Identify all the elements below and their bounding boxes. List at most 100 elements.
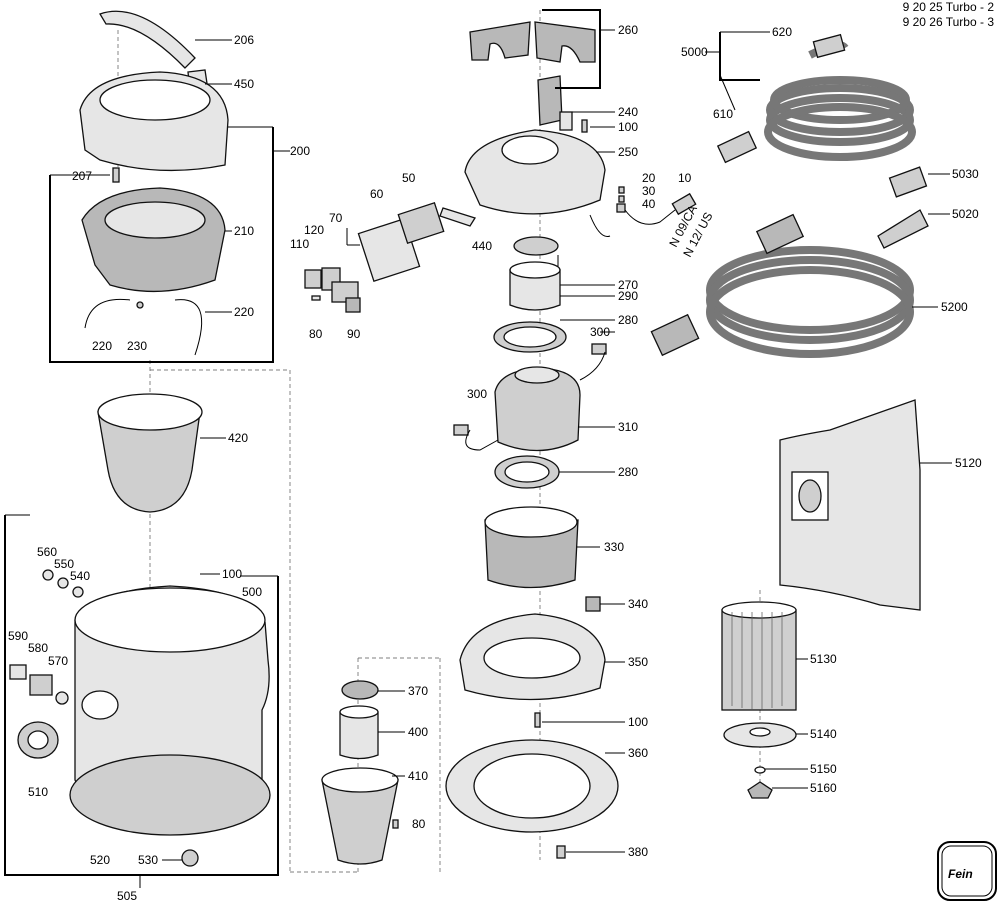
label-530: 530: [138, 853, 158, 867]
label-230: 230: [127, 339, 147, 353]
label-560: 560: [37, 545, 57, 559]
label-380: 380: [628, 845, 648, 859]
label-80-switch: 80: [309, 327, 323, 341]
sleeve-330: [484, 519, 579, 589]
brush-300-right: [591, 343, 607, 355]
label-260: 260: [618, 23, 638, 37]
hose-cuff-5200-right: [755, 213, 805, 255]
label-280-top: 280: [618, 313, 638, 327]
part-240: [559, 111, 573, 131]
screw-380: [556, 845, 566, 859]
label-60: 60: [370, 187, 384, 201]
plate-440: [439, 207, 476, 227]
label-540: 540: [70, 569, 90, 583]
bracket-260: [542, 9, 601, 89]
foam-260-right: [534, 21, 596, 63]
filter-cover-top: [104, 201, 206, 239]
label-300-left: 300: [467, 387, 487, 401]
hose-5000: [716, 33, 916, 164]
label-220-right: 220: [234, 305, 254, 319]
screw-100-top: [581, 119, 588, 133]
strap-left-part: [84, 298, 131, 329]
cartridge-5130: [721, 609, 797, 711]
handle-part: [99, 10, 196, 69]
switch-70: [331, 281, 359, 303]
part-30: [618, 195, 625, 203]
ring-270: [513, 236, 559, 256]
label-207: 207: [72, 169, 92, 183]
label-50: 50: [402, 171, 416, 185]
motor-310: [494, 367, 581, 452]
fein-logo: Fein: [937, 841, 997, 901]
adapter-5020: [877, 209, 929, 249]
label-5150: 5150: [810, 762, 837, 776]
label-70: 70: [329, 211, 343, 225]
strap-right-part: [174, 299, 203, 356]
float-400: [339, 711, 379, 760]
label-580: 580: [28, 641, 48, 655]
label-570: 570: [48, 654, 68, 668]
label-520: 520: [90, 853, 110, 867]
label-300-right: 300: [590, 325, 610, 339]
filter-bag-5120: [779, 399, 921, 611]
logo-text: Fein: [948, 867, 973, 881]
label-20: 20: [642, 171, 656, 185]
label-5200: 5200: [941, 300, 968, 314]
label-200: 200: [290, 144, 310, 158]
label-350: 350: [628, 655, 648, 669]
label-290: 290: [618, 289, 638, 303]
screw-207-part: [112, 167, 120, 183]
label-500: 500: [242, 585, 262, 599]
label-100-base: 100: [628, 715, 648, 729]
hose-5200: [650, 213, 914, 358]
model-line-1: 9 20 25 Turbo - 2: [902, 0, 994, 14]
label-550: 550: [54, 557, 74, 571]
seal-540-part: [72, 586, 84, 598]
tank-inlet-part: [81, 690, 119, 720]
screw-80-float: [392, 819, 399, 829]
label-5130: 5130: [810, 652, 837, 666]
label-340: 340: [628, 597, 648, 611]
sleeve-290: [509, 269, 561, 311]
label-120: 120: [304, 223, 324, 237]
filter-basket-part: [97, 411, 201, 513]
label-510: 510: [28, 785, 48, 799]
screw-80-part: [311, 295, 321, 301]
label-505: 505: [117, 889, 137, 903]
label-5120: 5120: [955, 456, 982, 470]
label-206: 206: [234, 33, 254, 47]
bracket-tank-group: [4, 515, 279, 876]
part-20: [618, 186, 625, 194]
label-100-tank: 100: [222, 567, 242, 581]
brush-300-left: [453, 424, 469, 436]
tank-base-part: [69, 754, 271, 836]
knob-5160: [747, 781, 773, 799]
label-110: 110: [290, 237, 309, 251]
label-330: 330: [604, 540, 624, 554]
foam-260-block: [537, 75, 563, 126]
switch-110: [304, 269, 322, 289]
seal-570-part: [55, 691, 69, 705]
label-590: 590: [8, 629, 28, 643]
hose-cuff-620: [812, 33, 846, 59]
label-250: 250: [618, 145, 638, 159]
model-line-2: 9 20 26 Turbo - 3: [902, 15, 994, 29]
label-370: 370: [408, 684, 428, 698]
label-5000: 5000: [681, 45, 708, 59]
hood-top-part: [99, 79, 211, 121]
label-10: 10: [678, 171, 692, 185]
label-210: 210: [234, 224, 254, 238]
label-620: 620: [772, 25, 792, 39]
label-40: 40: [642, 197, 656, 211]
seal-560-part: [42, 569, 54, 581]
screw-230-part: [136, 301, 144, 309]
hose-cuff-610: [716, 130, 758, 164]
label-5140: 5140: [810, 727, 837, 741]
plug-10: [671, 192, 697, 216]
label-280-bottom: 280: [618, 465, 638, 479]
part-340: [585, 596, 601, 612]
label-440: 440: [472, 239, 492, 253]
foam-260-left: [469, 21, 531, 61]
part-590: [9, 664, 27, 680]
